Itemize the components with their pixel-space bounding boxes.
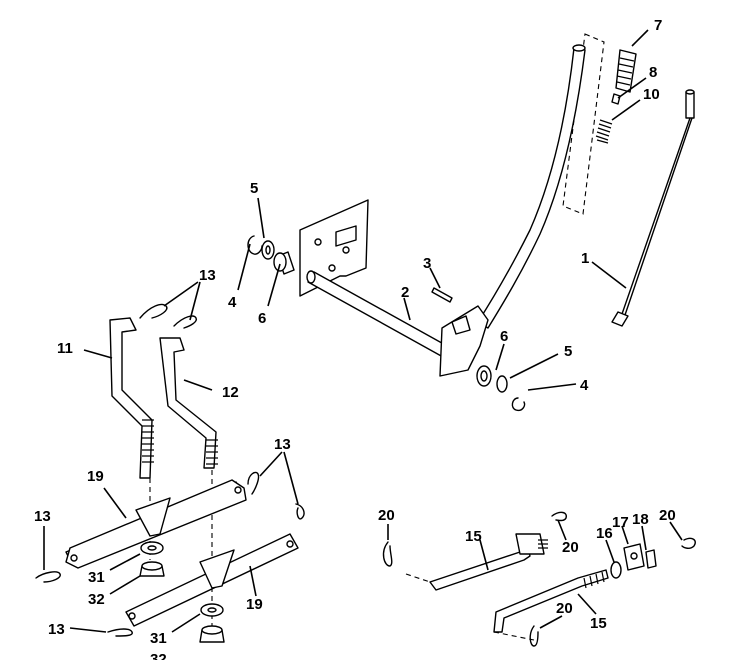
callout-12: 12: [222, 384, 239, 401]
callout-17: 17: [612, 514, 629, 531]
callout-6-upper: 6: [258, 310, 266, 327]
callout-1: 1: [581, 250, 589, 267]
callout-11: 11: [57, 340, 73, 357]
handle-alignment-guide: [562, 33, 605, 215]
callout-18: 18: [632, 511, 649, 528]
nut-upper: [139, 561, 165, 577]
callout-3: 3: [423, 255, 431, 272]
washer-lower: [496, 375, 508, 393]
lift-link-left: [109, 317, 154, 479]
lift-bracket-arm-upper: [65, 479, 247, 569]
callout-16: 16: [596, 525, 613, 542]
hairpin-clip-top-b: [173, 315, 197, 329]
hairpin-clip-mid-a: [247, 471, 260, 495]
hairpin-clip-left: [35, 571, 61, 583]
hairpin-clip-bottom: [107, 628, 133, 637]
trunnion-block: [623, 543, 645, 571]
callout-32-upper: 32: [88, 591, 105, 608]
callout-19-lower: 19: [246, 596, 263, 613]
callout-7: 7: [654, 17, 662, 34]
callout-31-upper: 31: [88, 569, 105, 586]
dashed-rod-guide: [405, 573, 431, 583]
snap-ring-lower: [511, 397, 526, 412]
callout-20-left: 20: [378, 507, 395, 524]
callout-13-top: 13: [199, 267, 216, 284]
callout-31-lower: 31: [150, 630, 167, 647]
callout-4-lower: 4: [580, 377, 589, 394]
callout-20-mid: 20: [562, 539, 579, 556]
callout-13-mid: 13: [274, 436, 291, 453]
callout-13-left: 13: [34, 508, 51, 525]
callout-8: 8: [649, 64, 657, 81]
callout-15-lower: 15: [590, 615, 607, 632]
lift-handle-lever: [477, 44, 586, 329]
callout-20-bottom: 20: [556, 600, 573, 617]
leader-lines: [43, 29, 683, 633]
cotter-pin: [431, 287, 453, 303]
lift-link-right: [159, 337, 218, 469]
callout-5-lower: 5: [564, 343, 572, 360]
nut-lower: [199, 625, 225, 643]
trunnion-nut: [645, 549, 657, 569]
lift-bracket-arm-lower: [125, 533, 299, 627]
callout-20-right: 20: [659, 507, 676, 524]
callout-6-lower: 6: [500, 328, 508, 345]
callout-4-upper: 4: [228, 294, 237, 311]
handle-grip: [615, 49, 637, 93]
washer-upper: [261, 240, 275, 260]
hairpin-clip-top-a: [139, 303, 168, 319]
callout-19-upper: 19: [87, 468, 104, 485]
rod-clip-right: [681, 537, 696, 549]
callout-32-lower: 32: [150, 651, 167, 660]
callout-5-upper: 5: [250, 180, 258, 197]
callout-10: 10: [643, 86, 660, 103]
handle-pin: [611, 93, 621, 105]
handle-spring: [595, 119, 613, 144]
dashed-rod-guide-lower: [493, 631, 535, 641]
callout-13-bottom: 13: [48, 621, 65, 638]
rod-clip-upper-right: [551, 511, 567, 522]
callout-labels: 7 8 10 5 4 6 3 2 1 13 11 12 6 5 4 13 19 …: [34, 17, 676, 660]
bushing-upper: [273, 251, 295, 275]
spacer-lower: [200, 603, 224, 617]
callout-15-upper: 15: [465, 528, 482, 545]
snap-ring-upper: [247, 235, 263, 255]
callout-2: 2: [401, 284, 409, 301]
lift-rod-upper: [429, 533, 548, 591]
lift-bracket-plate: [299, 199, 369, 297]
rod-clip-lower: [529, 625, 539, 647]
hairpin-clip-mid-b: [295, 503, 305, 520]
rod-clip-upper-left: [382, 541, 393, 567]
rod-washer: [610, 561, 622, 579]
height-adjust-rod: [611, 89, 695, 327]
spacer-upper: [140, 541, 164, 555]
bushing-lower: [476, 365, 492, 387]
lift-arm-bracket: [439, 305, 489, 377]
lift-shaft: [306, 270, 459, 363]
